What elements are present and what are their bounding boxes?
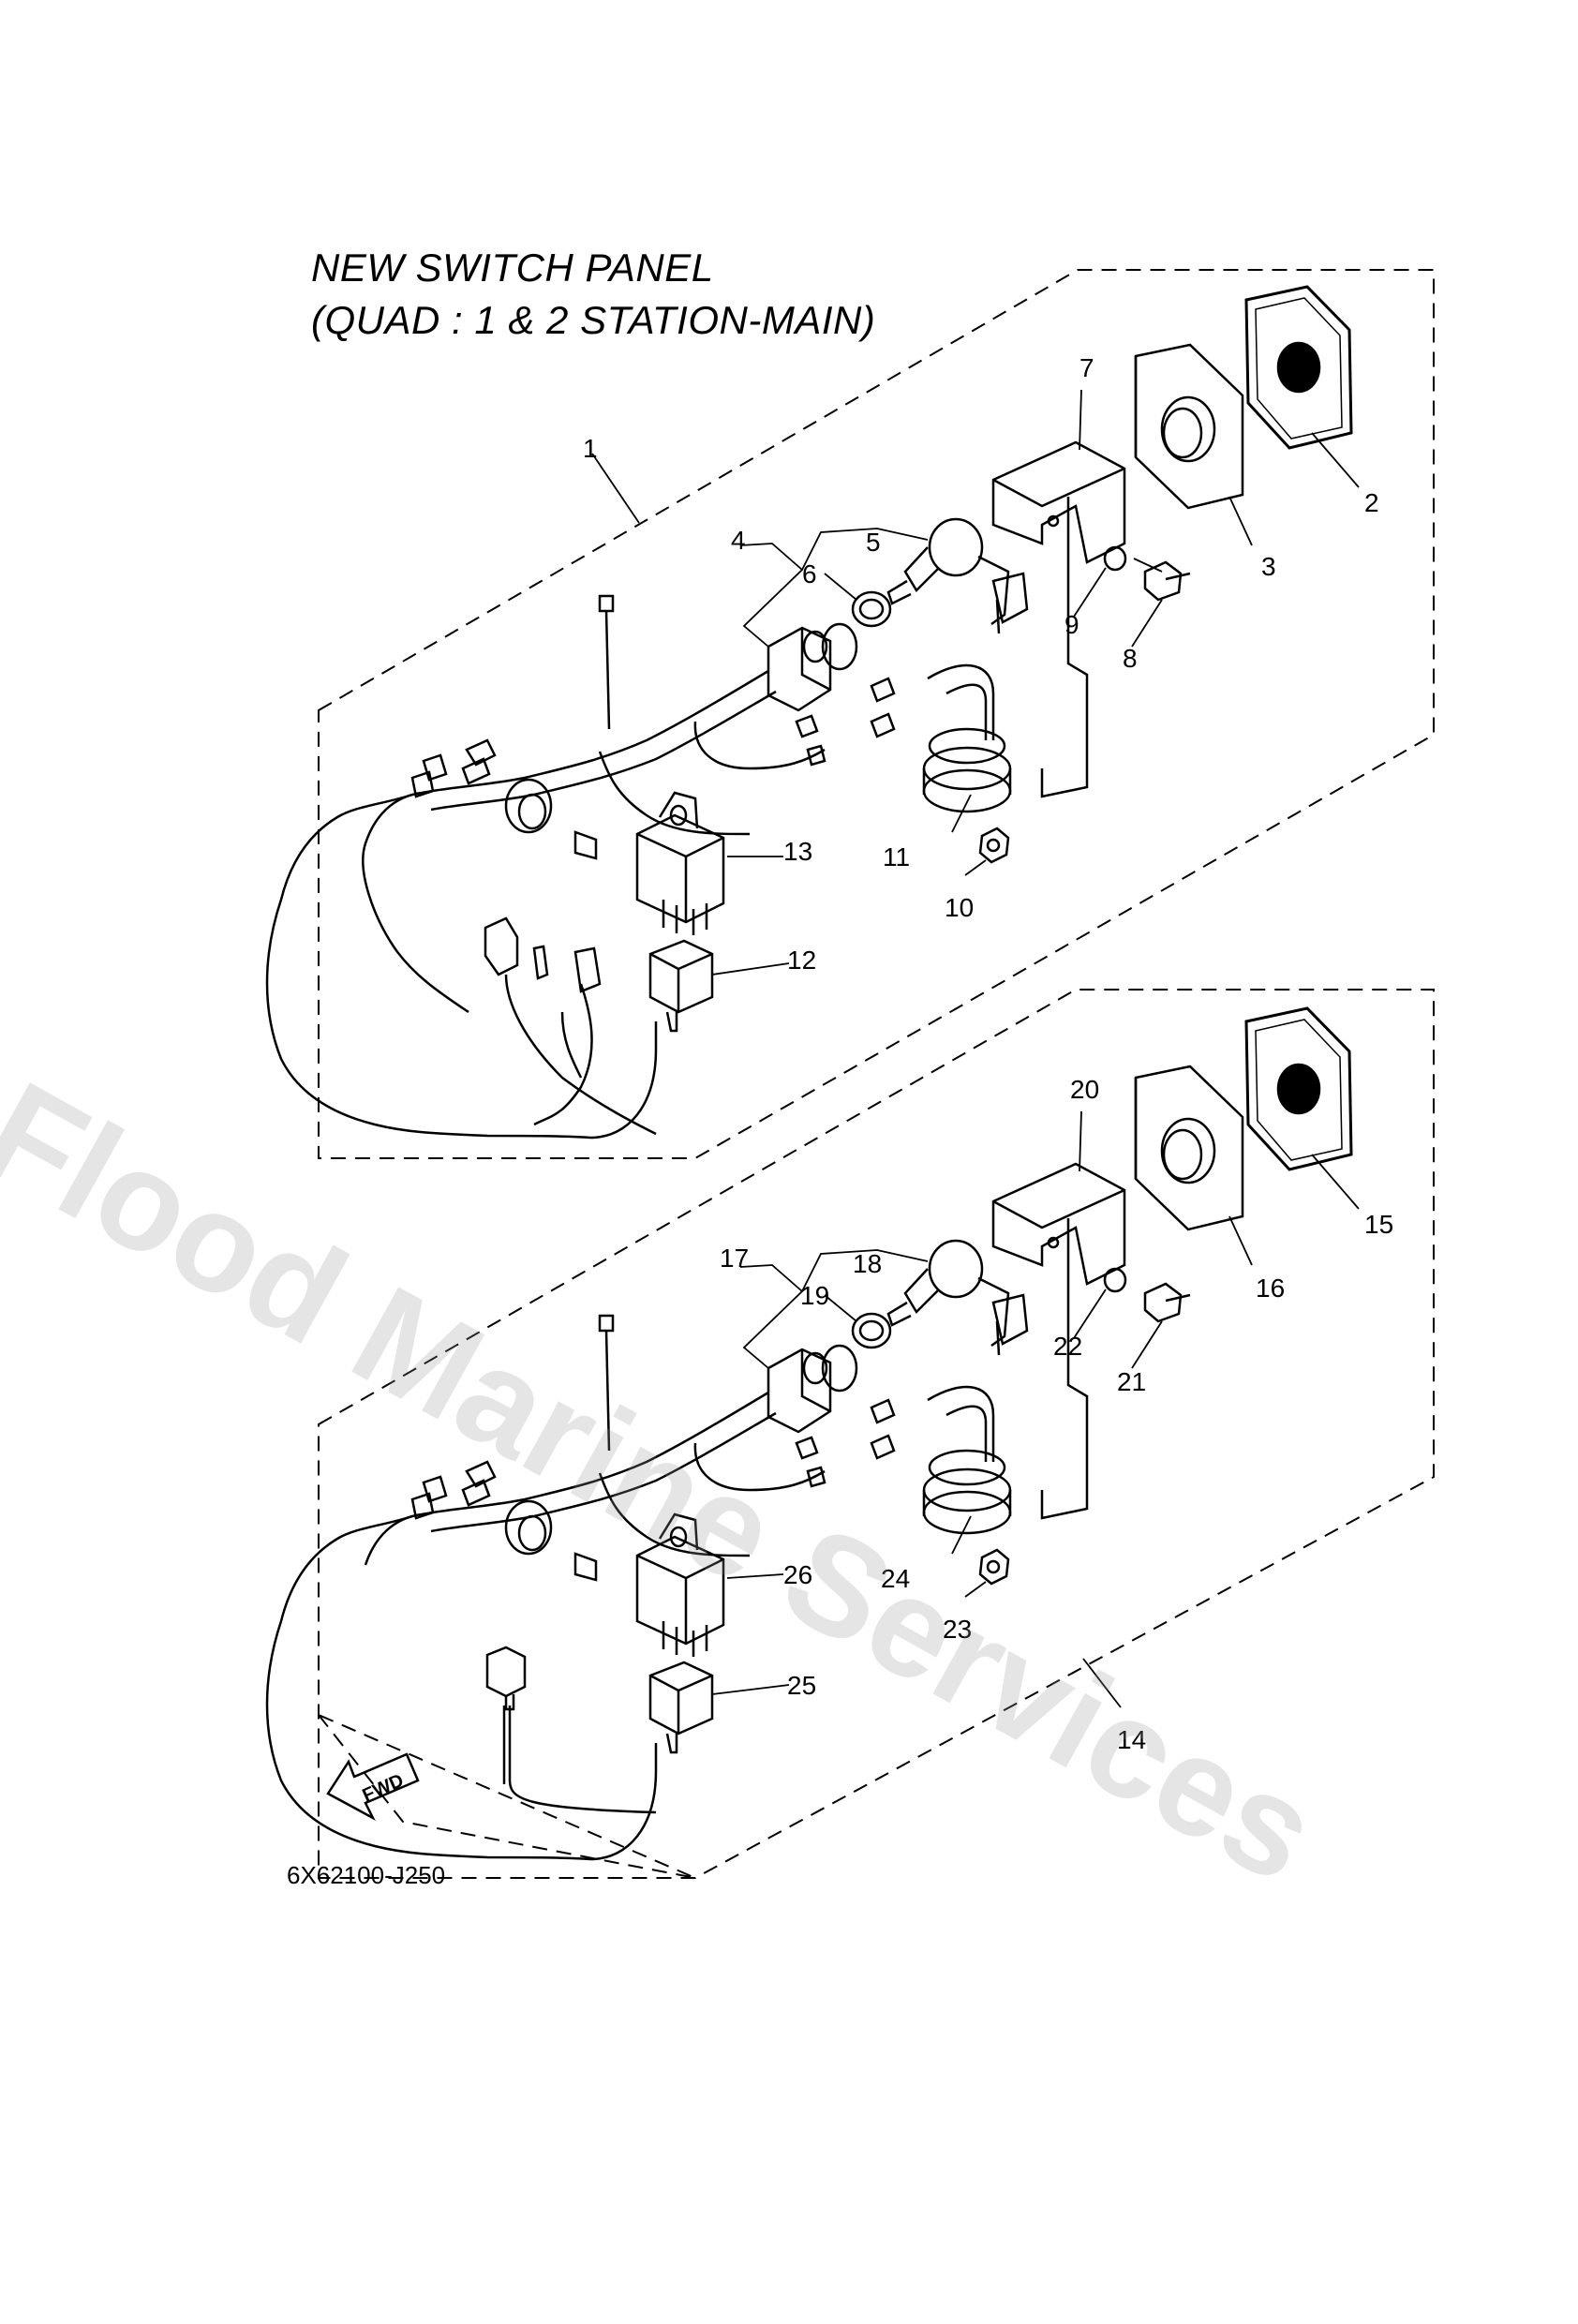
callout-6: 6 [802,559,817,588]
diagram-code: 6X62100-J250 [287,1861,446,1889]
callout-15: 15 [1364,1210,1393,1239]
terminal-connectors [485,918,600,991]
terminal-connectors [487,1647,525,1709]
nut-part-10 [980,828,1008,862]
nut-part [853,592,890,626]
callout-20: 20 [1070,1075,1099,1104]
upper-boundary [319,270,1434,1158]
washer-part [1105,1269,1125,1291]
callout-19: 19 [800,1281,829,1310]
callout-11: 11 [883,842,910,872]
panel-plate-part [1136,345,1243,508]
gasket-part [1246,287,1351,448]
lower-assembly [267,990,1434,1878]
callout-3: 3 [1261,552,1276,581]
panel-plate-part [1136,1066,1243,1229]
callout-12: 12 [787,946,816,975]
buzzer-part [924,1387,1010,1533]
diagram-subtitle: (QUAD : 1 & 2 STATION-MAIN) [311,298,876,342]
callout-24: 24 [881,1564,910,1593]
callout-8: 8 [1123,644,1138,673]
ignition-switch-part [888,1241,1027,1355]
gasket-part [1246,1008,1351,1169]
upper-assembly [267,270,1434,1158]
main-harness [267,671,825,1138]
lower-boundary-inner [319,1715,695,1878]
fwd-arrow-icon: FWD [328,1754,418,1818]
cable-tie-part [600,596,613,729]
nut-part [853,1314,890,1348]
callout-14: 14 [1117,1725,1146,1754]
screw-part [1145,562,1190,600]
coupler-part [650,1662,712,1752]
callout-numbers: 1 2 3 4 5 6 7 8 9 10 11 12 13 14 15 16 1… [583,353,1393,1754]
callout-7: 7 [1079,353,1094,382]
callout-10: 10 [945,893,974,922]
buzzer-part [924,665,1010,812]
callout-18: 18 [853,1249,882,1278]
diagram-title: NEW SWITCH PANEL [311,246,714,290]
callout-2: 2 [1364,488,1379,517]
bracket-part [993,442,1124,797]
callout-13: 13 [783,837,812,866]
cable-tie-part [600,1316,613,1451]
washer-part [1105,547,1125,570]
upper-leader-lines [592,390,1359,975]
callout-16: 16 [1256,1274,1285,1303]
lower-boundary [319,990,1434,1878]
callout-5: 5 [866,528,881,557]
relay-part [637,1514,723,1657]
lower-leader-lines [712,1111,1359,1707]
screw-part [1145,1284,1190,1321]
callout-1: 1 [583,434,598,463]
relay-part [637,793,723,935]
callout-23: 23 [943,1615,972,1644]
switch-body-part [768,624,856,710]
main-harness [267,1393,825,1859]
callout-22: 22 [1053,1332,1082,1361]
coupler-part [650,941,712,1031]
callout-21: 21 [1117,1367,1146,1396]
callout-25: 25 [787,1671,816,1700]
switch-body-part [768,1346,856,1432]
callout-4: 4 [731,526,746,555]
callout-9: 9 [1064,610,1079,639]
harness-connectors [412,1400,894,1580]
callout-17: 17 [720,1244,749,1273]
harness-connectors [412,678,894,858]
ignition-switch-part [888,519,1027,633]
bracket-part [993,1164,1124,1518]
nut-part-23 [980,1550,1008,1584]
callout-26: 26 [783,1560,812,1589]
